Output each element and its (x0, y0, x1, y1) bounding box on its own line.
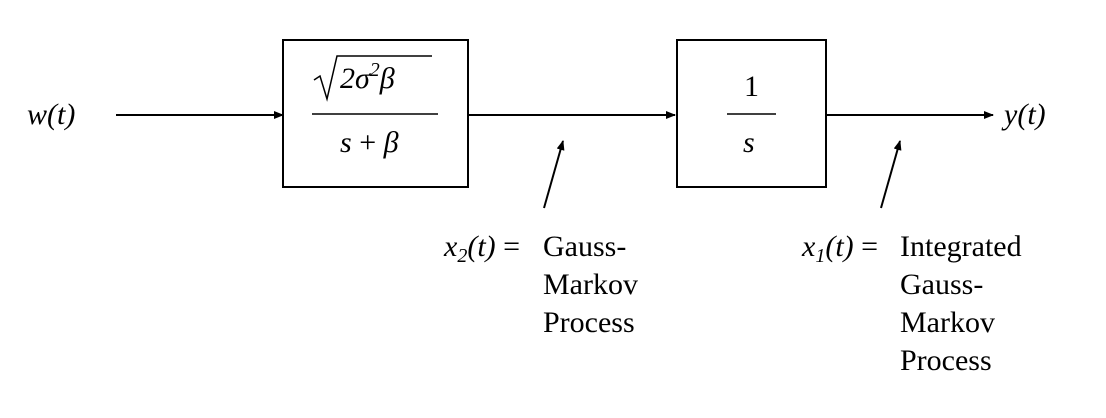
x2-description-line: Process (543, 306, 635, 339)
x1-description-line: Gauss- (900, 268, 984, 301)
x1-pointer-arrow (880, 140, 902, 209)
block1-transfer-function (282, 39, 469, 188)
block1-denominator: s + β (340, 126, 399, 159)
block2-denominator: s (743, 126, 755, 159)
x2-pointer-arrow (543, 140, 565, 209)
x1-state-label: x1(t) = (802, 230, 879, 267)
x1-description-line: Integrated (900, 230, 1022, 263)
x2-state-label: x2(t) = (444, 230, 521, 267)
block1-numerator: 2σ2β (340, 59, 395, 95)
x1-description-line: Markov (900, 306, 995, 339)
input-signal-label: w(t) (27, 98, 76, 131)
block2-numerator: 1 (744, 70, 759, 103)
x2-description-line: Gauss- (543, 230, 627, 263)
sqrt-radical (313, 55, 432, 102)
x1-description: Integrated Gauss- Markov Process (900, 228, 1022, 380)
block2-integrator (676, 39, 827, 188)
output-signal-label: y(t) (1004, 98, 1046, 131)
x1-description-line: Process (900, 344, 992, 377)
x2-description: Gauss- Markov Process (543, 228, 638, 342)
x2-description-line: Markov (543, 268, 638, 301)
